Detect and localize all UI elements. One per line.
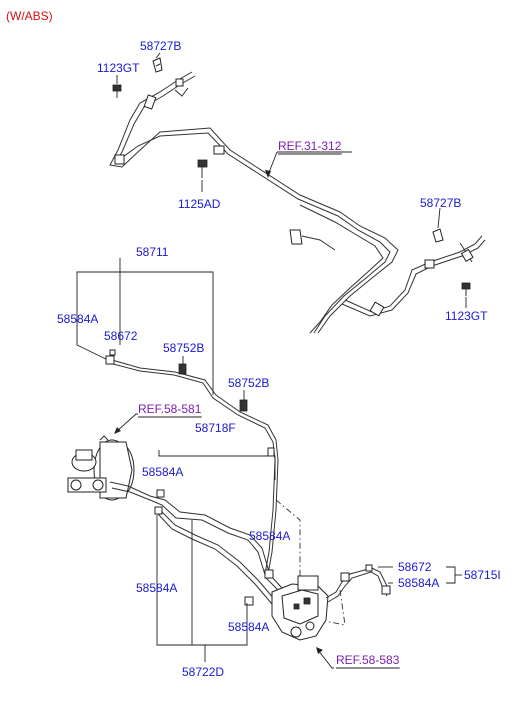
centerline-1 [275, 499, 301, 586]
bolt-1123gt-top [112, 84, 122, 98]
clip-58752b-1 [178, 363, 187, 375]
arrow-ref58581 [114, 427, 121, 434]
clip-58727b-top [152, 57, 163, 73]
fitting-58584a-upper [109, 349, 116, 356]
label-58722d: 58722D [182, 665, 224, 679]
fitting-58672-upper [105, 355, 115, 365]
label-ref31312[interactable]: REF.31-312 [278, 139, 342, 153]
label-58584a-6: 58584A [228, 620, 269, 634]
fitting-58584a-mc-lower [154, 506, 163, 515]
main-pipe-58711 [111, 359, 279, 575]
label-58584a-4: 58584A [398, 576, 439, 590]
leader-58711-bracket [76, 258, 214, 395]
fitting-58584a-abs-lower [244, 596, 254, 606]
clip-58727b-right [432, 228, 444, 243]
label-58752b-1: 58752B [163, 341, 204, 355]
label-ref58581[interactable]: REF.58-581 [138, 402, 202, 416]
leader-58727b-right [437, 207, 441, 229]
fitting-58718f [267, 447, 275, 457]
fitting-58584a-mc-upper [156, 489, 165, 498]
bolt-1123gt-right [461, 282, 471, 296]
label-1123gt-top: 1123GT [97, 61, 140, 75]
pipe-58715i [325, 564, 391, 603]
variant-header: (W/ABS) [6, 9, 53, 23]
label-1125ad: 1125AD [178, 197, 221, 211]
leader-ref58583 [317, 649, 334, 669]
leader-ref31312 [267, 151, 352, 176]
centerline-3 [339, 589, 346, 626]
label-58672-2: 58672 [398, 560, 432, 574]
bracket-58715i [446, 566, 456, 584]
bracket-58722d [156, 515, 248, 646]
lower-pipes [109, 481, 283, 605]
arrow-ref58583 [316, 647, 323, 654]
upper-brake-pipes [109, 71, 486, 334]
label-58727b-right: 58727B [420, 196, 461, 210]
label-58672-1: 58672 [104, 329, 138, 343]
fitting-58584a-abs-upper [264, 569, 274, 579]
bolt-1125ad [197, 159, 208, 178]
label-58715i: 58715I [464, 568, 501, 582]
arrow-ref31312 [265, 170, 271, 178]
label-58584a-5: 58584A [136, 581, 177, 595]
label-58727b-top: 58727B [140, 39, 181, 53]
clip-58752b-2 [239, 399, 248, 412]
leader-ref58581 [115, 413, 138, 433]
abs-hydraulic-unit [271, 575, 329, 641]
label-58718f: 58718F [195, 421, 236, 435]
leader-58727b-top [155, 52, 161, 59]
label-58584a-2: 58584A [142, 465, 183, 479]
label-1123gt-right: 1123GT [445, 309, 488, 323]
leader-58718f [158, 450, 276, 480]
label-58584a-1: 58584A [57, 312, 98, 326]
brake-booster-master-cylinder [67, 435, 135, 501]
label-ref58583[interactable]: REF.58-583 [336, 653, 400, 667]
label-58752b-2: 58752B [228, 376, 269, 390]
label-58584a-3: 58584A [249, 529, 290, 543]
label-58711: 58711 [136, 245, 169, 259]
